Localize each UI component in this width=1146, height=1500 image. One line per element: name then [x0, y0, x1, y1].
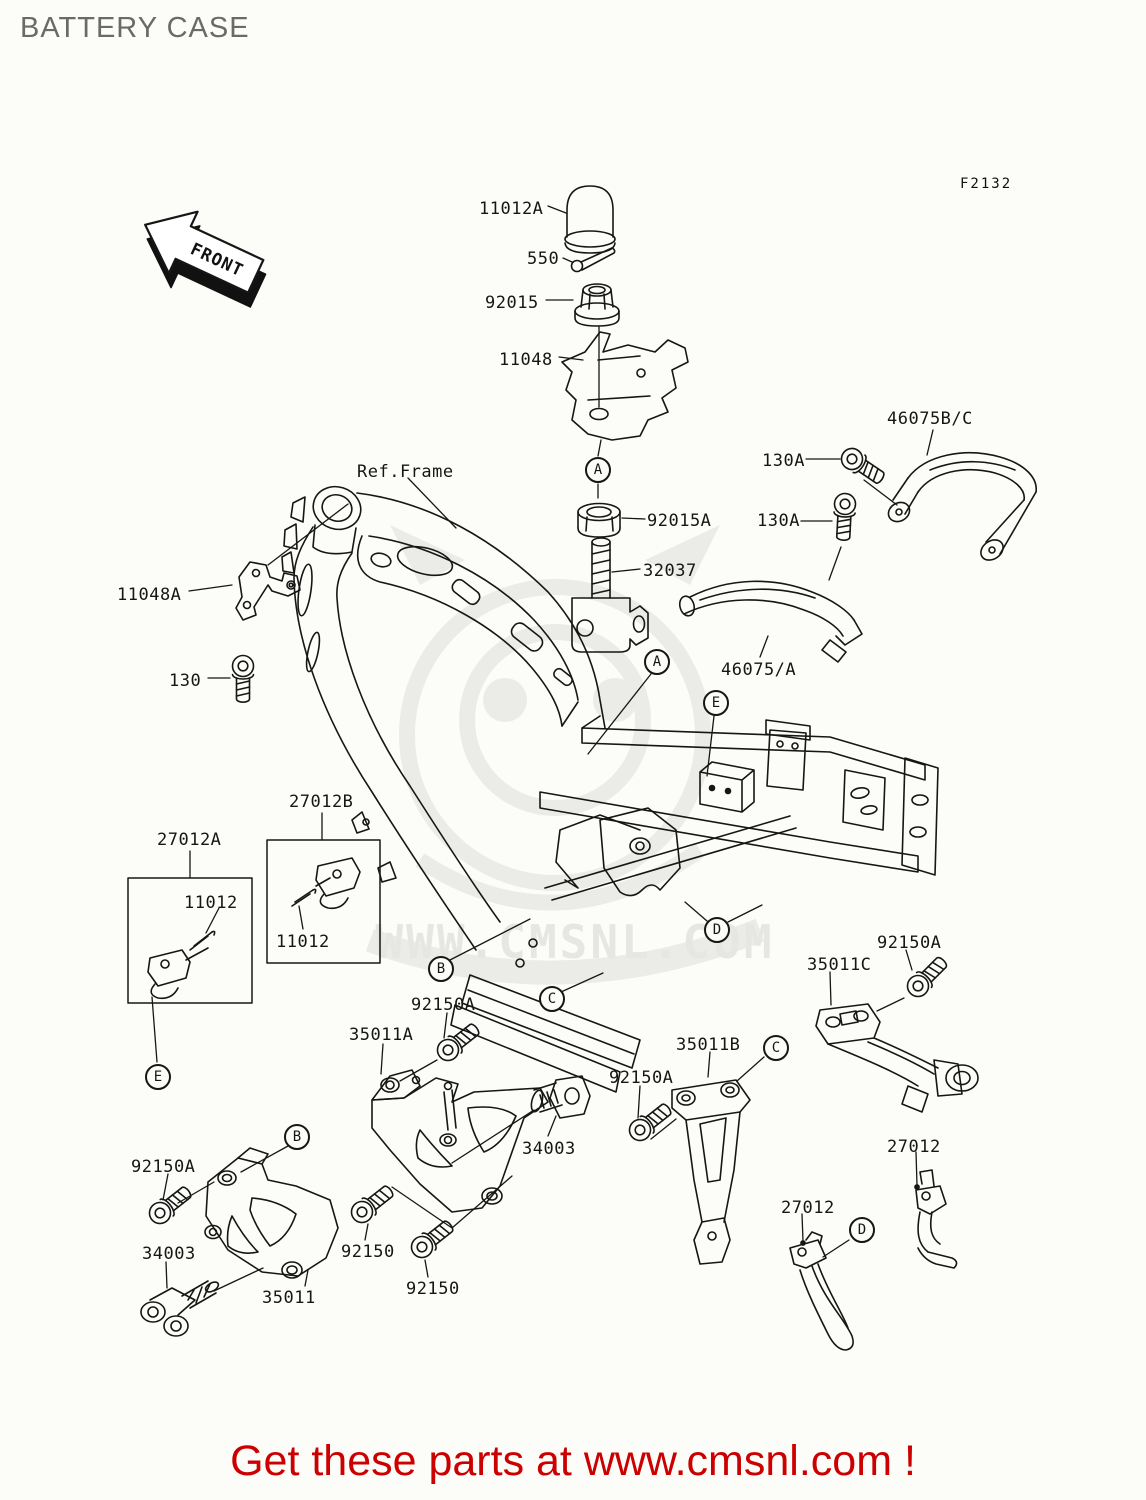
callout-d-1: D	[704, 917, 730, 943]
callout-a-1: A	[585, 457, 611, 483]
part-label-92150a-rm: 92150A	[609, 1068, 674, 1088]
part-label-34003-m: 34003	[522, 1139, 576, 1159]
part-bolt-130a-2	[831, 492, 857, 542]
part-cap-11012a	[564, 185, 616, 254]
leader-lines	[151, 205, 934, 1292]
part-bracket-11048a	[235, 561, 301, 621]
part-bracket-35011b	[671, 1079, 751, 1265]
ref-frame-drawing	[281, 485, 939, 1093]
part-label-130a-2: 130A	[757, 511, 800, 531]
callout-a-2: A	[644, 649, 670, 675]
callout-e-1: E	[703, 690, 729, 716]
part-label-27012-r: 27012	[887, 1137, 941, 1157]
part-rod-32037	[571, 537, 649, 653]
part-box-27012a	[127, 877, 253, 1004]
part-bracket-35011a	[371, 1069, 549, 1213]
part-label-35011: 35011	[262, 1288, 316, 1308]
part-bracket-35011	[204, 1147, 339, 1279]
callout-b-1: B	[428, 956, 454, 982]
part-label-11012-a: 11012	[184, 893, 238, 913]
part-label-130a-1: 130A	[762, 451, 805, 471]
part-label-11048a: 11048A	[117, 585, 182, 605]
part-label-35011b: 35011B	[676, 1035, 741, 1055]
part-label-35011c: 35011C	[807, 955, 872, 975]
callout-c-1: C	[539, 986, 565, 1012]
part-nut-92015a	[577, 502, 621, 538]
part-label-92150a-mid: 92150A	[411, 995, 476, 1015]
part-label-550: 550	[527, 249, 560, 269]
part-label-11048: 11048	[499, 350, 553, 370]
figure-code: F2132	[960, 176, 1013, 192]
footer-promo-text: Get these parts at www.cmsnl.com !	[230, 1437, 916, 1485]
part-label-92150-1: 92150	[341, 1242, 395, 1262]
part-label-27012b: 27012B	[289, 792, 354, 812]
page-title: BATTERY CASE	[20, 12, 250, 44]
part-label-130: 130	[169, 671, 202, 691]
part-hook-27012-center	[789, 1231, 854, 1351]
part-nut-92015	[574, 283, 620, 327]
ref-frame-label: Ref.Frame	[357, 462, 454, 482]
part-bolt-92150a-bl	[144, 1181, 196, 1229]
part-bolt-130	[231, 654, 255, 704]
callout-b-2: B	[284, 1124, 310, 1150]
part-grabrail-46075a	[678, 580, 863, 663]
part-label-92150a-bl: 92150A	[131, 1157, 196, 1177]
part-bolt-92150-2	[406, 1215, 458, 1263]
part-pin-550	[570, 247, 616, 273]
part-bolt-92150a-mid	[432, 1018, 484, 1066]
callout-d-2: D	[849, 1217, 875, 1243]
part-label-92150a-tr: 92150A	[877, 933, 942, 953]
front-arrow: FRONT	[144, 210, 267, 308]
part-label-27012-c: 27012	[781, 1198, 835, 1218]
part-bolt-130a-1	[836, 443, 889, 489]
part-label-92015: 92015	[485, 293, 539, 313]
part-bolt-92150-1	[346, 1180, 398, 1228]
callout-e-2: E	[145, 1064, 171, 1090]
part-clevis-34003-left	[140, 1280, 220, 1337]
part-label-11012a: 11012A	[479, 199, 544, 219]
part-bolt-92150a-rm	[624, 1098, 676, 1146]
part-label-46075bc: 46075B/C	[887, 409, 973, 429]
watermark-logo	[365, 525, 765, 985]
part-bolt-92150a-tr	[902, 952, 952, 1002]
part-bracket-11048	[561, 331, 689, 441]
part-hook-27012-right	[915, 1169, 958, 1269]
part-label-27012a: 27012A	[157, 830, 222, 850]
part-label-34003-l: 34003	[142, 1244, 196, 1264]
part-bracket-35011c	[815, 1003, 979, 1113]
part-label-11012-b: 11012	[276, 932, 330, 952]
part-label-92015a: 92015A	[647, 511, 712, 531]
callout-c-2: C	[763, 1035, 789, 1061]
part-label-92150-2: 92150	[406, 1279, 460, 1299]
part-box-27012b	[266, 839, 381, 964]
part-34003-mid	[530, 1075, 591, 1119]
part-label-46075a: 46075/A	[721, 660, 797, 680]
part-grabrail-46075bc	[887, 451, 1037, 561]
part-label-32037: 32037	[643, 561, 697, 581]
part-label-35011a: 35011A	[349, 1025, 414, 1045]
